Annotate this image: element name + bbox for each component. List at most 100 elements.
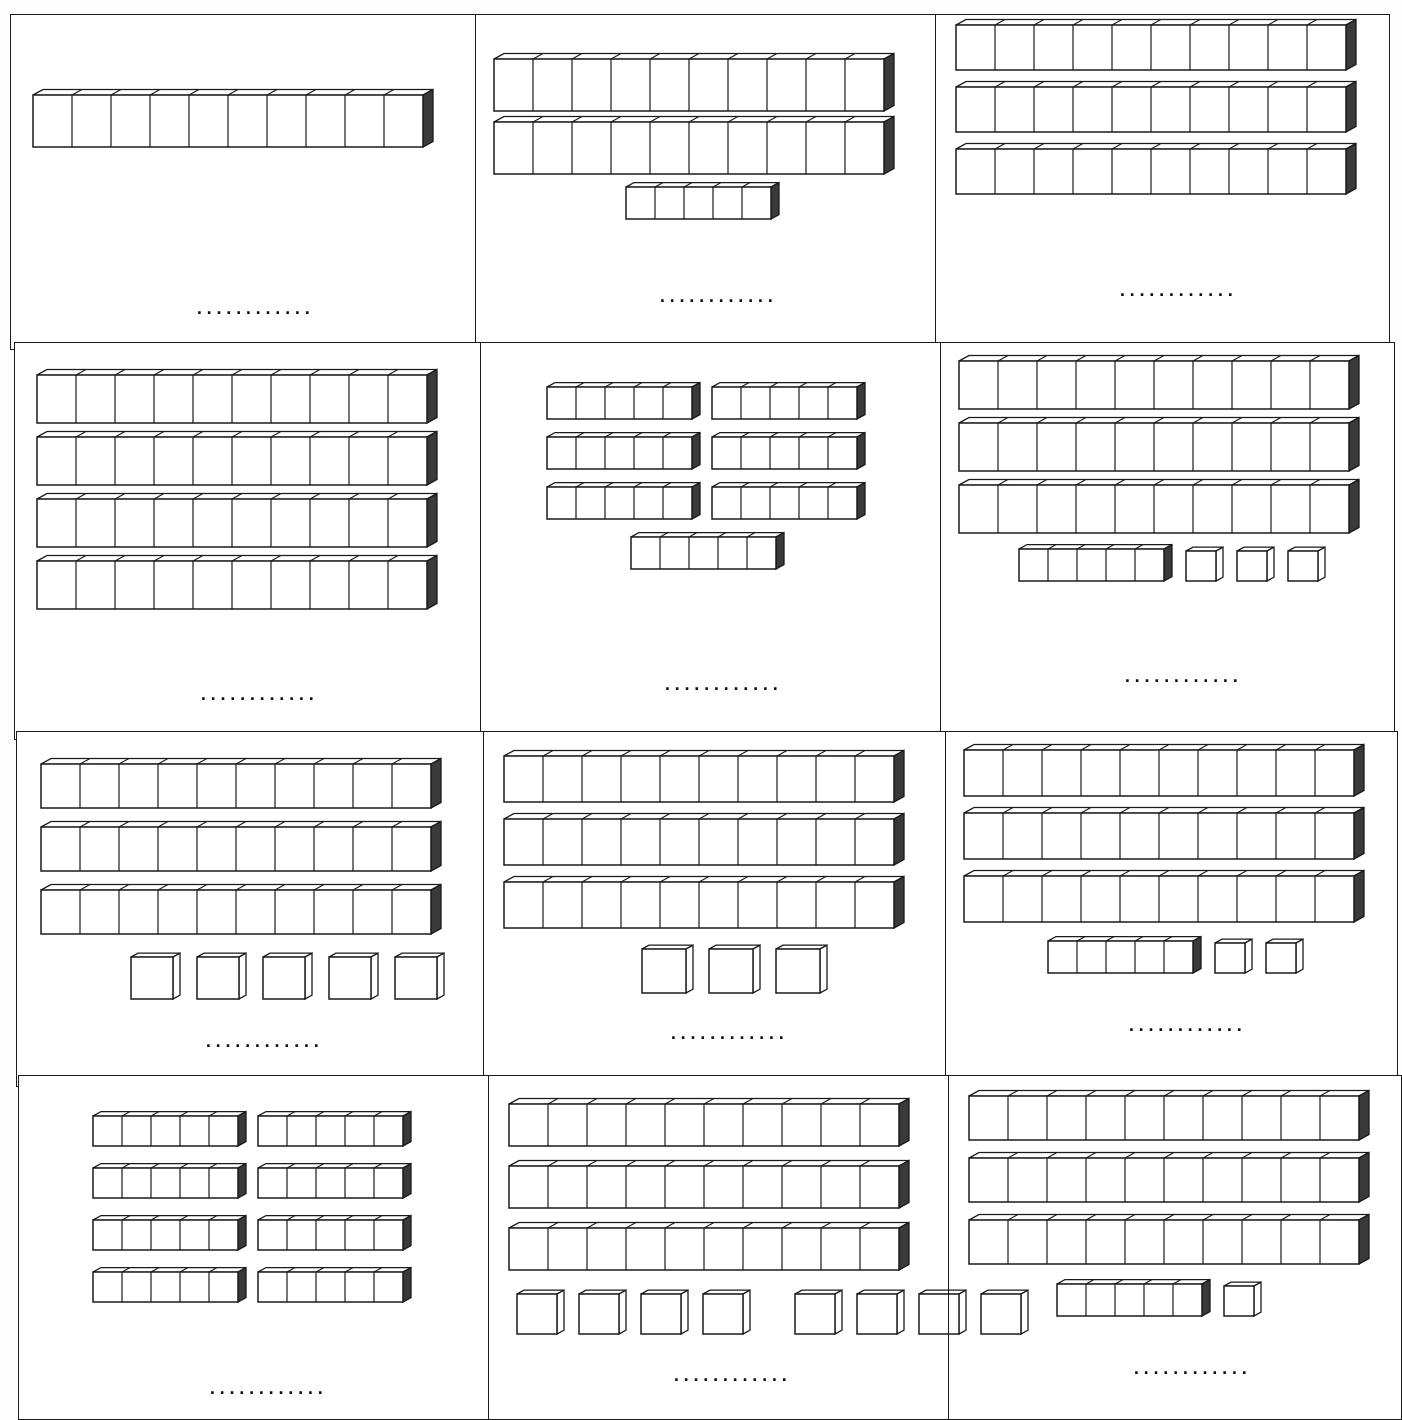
answer-blank[interactable]: ............ [1131, 1361, 1249, 1379]
unit-cube [1266, 939, 1303, 973]
base-ten-blocks [941, 343, 1401, 683]
answer-blank[interactable]: ............ [668, 1026, 786, 1044]
ten-rod [509, 1223, 909, 1271]
unit-cube [857, 1290, 904, 1334]
ten-rod [509, 1161, 909, 1209]
ten-rod [969, 1153, 1369, 1203]
answer-blank[interactable]: ............ [1122, 669, 1240, 687]
five-rod [258, 1216, 411, 1250]
five-rod [547, 483, 700, 519]
answer-blank[interactable]: ............ [207, 1381, 325, 1399]
ten-rod [969, 1091, 1369, 1141]
five-rod [258, 1268, 411, 1302]
base-ten-blocks [484, 732, 944, 1072]
five-rod [626, 183, 779, 219]
answer-blank[interactable]: ............ [198, 687, 316, 705]
ten-rod [964, 808, 1364, 860]
answer-blank[interactable]: ............ [671, 1368, 789, 1386]
five-rod [93, 1216, 246, 1250]
answer-blank[interactable]: ............ [194, 301, 312, 319]
ten-rod [959, 418, 1359, 472]
five-rod [258, 1164, 411, 1198]
unit-cube [641, 1290, 688, 1334]
cell-1: ............ [11, 15, 475, 349]
ten-rod [33, 90, 433, 148]
ten-rod [504, 751, 904, 803]
cell-11: ............ [488, 1076, 948, 1419]
unit-cube [579, 1290, 626, 1334]
five-rod [93, 1164, 246, 1198]
base-ten-blocks [489, 1076, 949, 1416]
five-rod [1057, 1280, 1210, 1316]
five-rod [712, 433, 865, 469]
five-rod [93, 1268, 246, 1302]
five-rod [712, 383, 865, 419]
cell-4: ............ [15, 343, 480, 739]
row-band-1: ............ ............ ............ [10, 14, 1390, 350]
cell-12: ............ [948, 1076, 1402, 1419]
five-rod [712, 483, 865, 519]
ten-rod [504, 814, 904, 866]
row-band-2: ............ ............ ............ [14, 342, 1395, 740]
ten-rod [37, 370, 437, 424]
cell-3: ............ [935, 15, 1391, 349]
cell-8: ............ [483, 732, 945, 1086]
unit-cube [703, 1290, 750, 1334]
answer-blank[interactable]: ............ [662, 677, 780, 695]
row-band-4: ............ ............ ............ [18, 1075, 1402, 1420]
unit-cube [197, 953, 246, 999]
five-rod [547, 383, 700, 419]
unit-cube [329, 953, 378, 999]
base-ten-blocks [15, 343, 475, 683]
cell-7: ............ [17, 732, 483, 1086]
row-band-3: ............ ............ ............ [16, 731, 1398, 1087]
ten-rod [37, 556, 437, 610]
unit-cube [1224, 1282, 1261, 1316]
ten-rod [956, 20, 1356, 71]
unit-cube [395, 953, 444, 999]
unit-cube [642, 945, 693, 993]
answer-blank[interactable]: ............ [1117, 283, 1235, 301]
ten-rod [494, 117, 894, 175]
ten-rod [41, 759, 441, 809]
unit-cube [1186, 547, 1223, 581]
five-rod [93, 1112, 246, 1146]
answer-blank[interactable]: ............ [203, 1034, 321, 1052]
ten-rod [41, 885, 441, 935]
unit-cube [776, 945, 827, 993]
base-ten-blocks [936, 15, 1396, 355]
answer-blank[interactable]: ............ [1126, 1018, 1244, 1036]
ten-rod [969, 1215, 1369, 1265]
unit-cube [131, 953, 180, 999]
five-rod [258, 1112, 411, 1146]
cell-10: ............ [19, 1076, 488, 1419]
base-ten-blocks [17, 732, 477, 1072]
answer-blank[interactable]: ............ [657, 289, 775, 307]
five-rod [1048, 937, 1201, 973]
five-rod [631, 533, 784, 569]
ten-rod [37, 494, 437, 548]
unit-cube [517, 1290, 564, 1334]
unit-cube [1215, 939, 1252, 973]
ten-rod [494, 54, 894, 112]
ten-rod [956, 82, 1356, 133]
base-ten-blocks [481, 343, 941, 683]
five-rod [1019, 545, 1172, 581]
ten-rod [41, 822, 441, 872]
cell-9: ............ [945, 732, 1399, 1086]
ten-rod [37, 432, 437, 486]
ten-rod [504, 877, 904, 929]
cell-6: ............ [940, 343, 1396, 739]
unit-cube [709, 945, 760, 993]
unit-cube [1237, 547, 1274, 581]
unit-cube [795, 1290, 842, 1334]
ten-rod [959, 480, 1359, 534]
ten-rod [964, 871, 1364, 923]
ten-rod [959, 356, 1359, 410]
cell-5: ............ [480, 343, 940, 739]
base-ten-blocks [19, 1076, 479, 1416]
ten-rod [509, 1099, 909, 1147]
unit-cube [263, 953, 312, 999]
five-rod [547, 433, 700, 469]
